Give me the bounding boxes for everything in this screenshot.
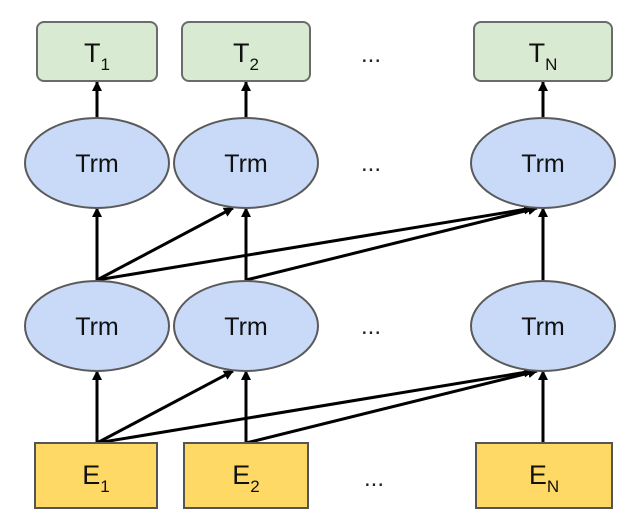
embedding-row: E1 E2 ... EN [34, 442, 613, 509]
output-box-n: TN [473, 21, 613, 82]
arrow-l1b-l2n [245, 205, 538, 282]
output-box-1: T1 [36, 21, 158, 82]
connection-arrows [92, 81, 548, 445]
trm-label-l1-n: Trm [521, 313, 565, 341]
embedding-label-1: E1 [82, 460, 109, 496]
trm-node-l2-2 [173, 117, 319, 209]
layer1-ellipsis: ... [361, 313, 381, 340]
embedding-box-1: E1 [34, 442, 158, 509]
output-box-2: T2 [181, 21, 311, 82]
output-label-1: T1 [84, 38, 110, 74]
output-label-n: TN [529, 38, 558, 74]
transformer-layer-2: Trm Trm ... Trm [24, 117, 616, 209]
embedding-box-2: E2 [183, 442, 309, 509]
trm-label-l2-1: Trm [75, 150, 119, 178]
arrow-l1a-l2b [96, 206, 234, 282]
arrow-e1-l1b [96, 369, 234, 445]
arrow-e1-l1n [96, 367, 534, 445]
trm-label-l2-n: Trm [521, 150, 565, 178]
trm-label-l2-2: Trm [224, 150, 268, 178]
arrow-l1a-l2n [96, 204, 534, 282]
layer2-ellipsis: ... [361, 150, 381, 177]
output-row: T1 T2 ... TN [36, 21, 613, 82]
transformer-layer-1: Trm Trm ... Trm [24, 280, 616, 372]
embedding-ellipsis: ... [364, 465, 384, 492]
trm-node-l1-n [470, 280, 616, 372]
embedding-label-n: EN [529, 460, 559, 496]
trm-label-l1-1: Trm [75, 313, 119, 341]
trm-node-l1-1 [24, 280, 170, 372]
arrow-e2-l1n [245, 368, 538, 445]
embedding-label-2: E2 [232, 460, 259, 496]
output-label-2: T2 [233, 38, 259, 74]
trm-node-l2-n [470, 117, 616, 209]
output-ellipsis: ... [361, 41, 381, 68]
embedding-box-n: EN [475, 442, 613, 509]
trm-label-l1-2: Trm [224, 313, 268, 341]
trm-node-l1-2 [173, 280, 319, 372]
trm-node-l2-1 [24, 117, 170, 209]
